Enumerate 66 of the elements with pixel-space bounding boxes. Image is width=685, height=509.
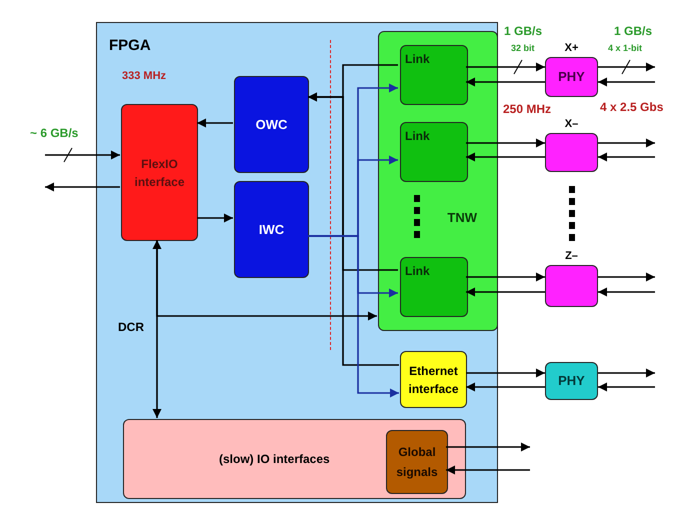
arrow (466, 368, 545, 378)
arrow (598, 62, 655, 72)
arrow (598, 78, 655, 86)
port-label: X+ (564, 41, 578, 56)
annotation-label: 250 MHz (503, 101, 552, 118)
process-box (545, 362, 598, 400)
node-label: FlexIO interface (133, 156, 186, 190)
process-box (400, 122, 468, 182)
process-box (545, 57, 598, 97)
arrow (308, 235, 399, 398)
arrow (197, 214, 233, 222)
node-label: TNW (447, 209, 477, 227)
node-label: FPGA (109, 36, 151, 56)
annotation-label: 1 GB/s (614, 23, 652, 40)
node-label: IWC (258, 220, 284, 239)
process-box (400, 351, 467, 408)
arrow (156, 240, 377, 320)
annotation-label: 1 GB/s (504, 23, 542, 40)
annotation-label: 333 MHz (122, 69, 166, 84)
node-label: Link (405, 51, 430, 68)
process-box (123, 419, 466, 499)
arrow (598, 272, 655, 282)
edge-label: DCR (118, 319, 144, 336)
arrow (446, 442, 530, 452)
annotation-label: 4 x 1-bit (608, 42, 642, 55)
arrow (45, 150, 120, 160)
arrow (466, 138, 545, 148)
node-label: (slow) IO interfaces (219, 451, 330, 468)
arrow (466, 78, 545, 86)
arrow (598, 138, 655, 148)
process-box (400, 257, 468, 317)
arrow (598, 152, 655, 162)
arrow (446, 466, 530, 474)
arrow (598, 382, 655, 392)
empty-box (545, 265, 598, 307)
annotation-label: 32 bit (511, 42, 535, 55)
fpga-panel (96, 22, 498, 503)
node-label: PHY (558, 68, 585, 86)
process-box (234, 76, 309, 173)
node-label: Link (405, 128, 430, 145)
process-box (400, 45, 468, 105)
node-label: Ethernet interface (407, 362, 460, 398)
process-box (121, 104, 198, 241)
port-label: X– (564, 117, 578, 132)
process-box (234, 181, 309, 278)
arrow (152, 240, 162, 418)
node-label: OWC (256, 116, 288, 134)
node-label: Global signals (395, 444, 439, 481)
arrow (466, 152, 545, 162)
arrow (308, 92, 399, 366)
port-label: Z– (565, 249, 578, 264)
arrow (466, 272, 545, 282)
arrow (466, 62, 545, 72)
node-label: Link (405, 263, 430, 280)
group-panel (378, 31, 498, 331)
process-box (386, 430, 448, 494)
edge-label: ~ 6 GB/s (30, 125, 78, 142)
arrow (598, 368, 655, 378)
arrow (598, 288, 655, 296)
empty-box (545, 133, 598, 172)
node-label: PHY (558, 372, 585, 390)
arrow (466, 382, 545, 392)
arrow (197, 118, 233, 128)
arrow (466, 288, 545, 296)
arrow (45, 182, 120, 192)
annotation-label: 4 x 2.5 Gbs (600, 99, 664, 116)
